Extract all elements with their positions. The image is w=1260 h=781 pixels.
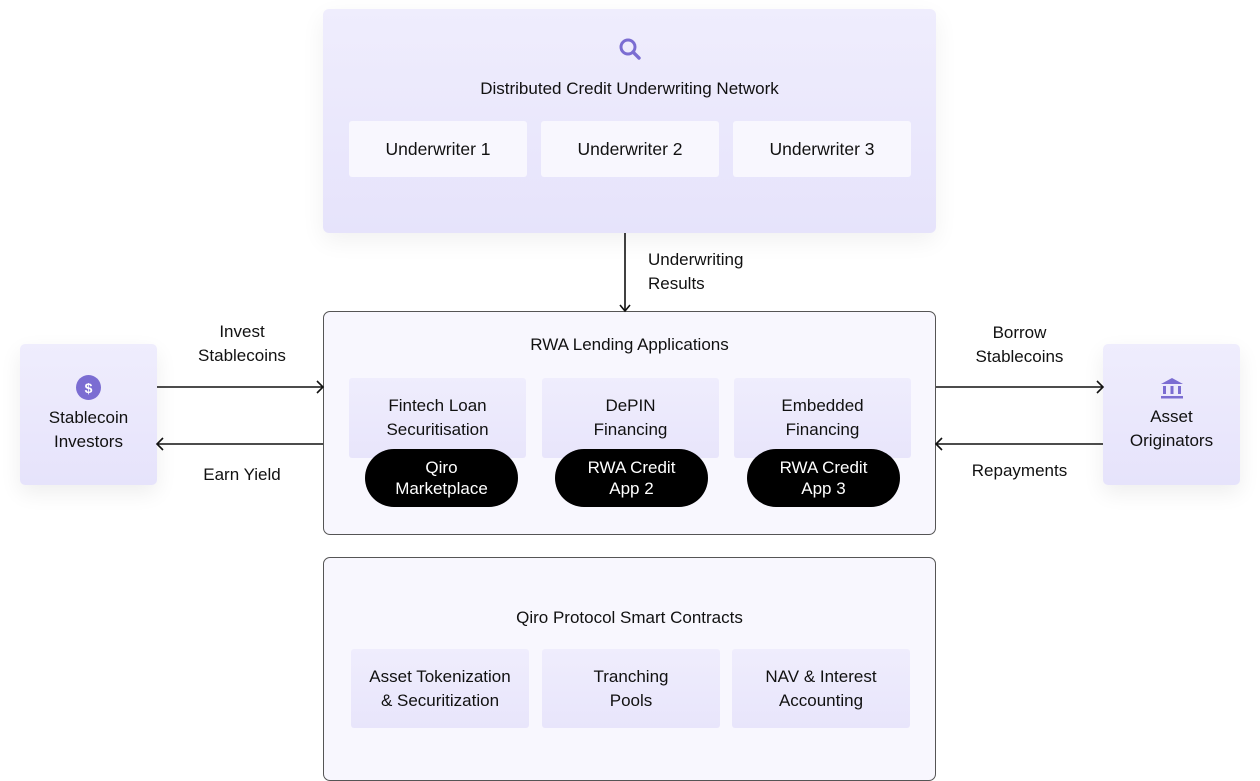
label-line: Qiro xyxy=(425,458,458,477)
earn-yield-label: Earn Yield xyxy=(157,463,327,487)
label-line: NAV & Interest xyxy=(765,666,877,686)
repayments-arrow xyxy=(934,437,1103,451)
contract-module-box: Asset Tokenization & Securitization xyxy=(351,649,529,728)
repayments-label: Repayments xyxy=(936,459,1103,483)
underwriting-results-label: Underwriting Results xyxy=(648,248,743,296)
label-line: App 3 xyxy=(801,479,846,498)
invest-arrow xyxy=(157,380,325,394)
smart-contracts-title: Qiro Protocol Smart Contracts xyxy=(516,608,743,627)
label-line: Investors xyxy=(54,432,123,451)
lending-applications-title: RWA Lending Applications xyxy=(530,335,729,354)
label-line: Stablecoin xyxy=(48,408,129,427)
label-line: Borrow xyxy=(992,323,1047,342)
dollar-icon: $ xyxy=(76,375,101,400)
investors-title: Stablecoin Investors xyxy=(49,406,128,454)
label-line: Stablecoins xyxy=(198,346,286,365)
label-line: RWA Credit xyxy=(779,458,868,477)
bank-icon xyxy=(1160,377,1184,399)
label-line: Financing xyxy=(785,420,860,439)
label-line: Securitisation xyxy=(386,420,489,439)
label-line: Embedded xyxy=(781,396,864,415)
label-line: & Securitization xyxy=(380,690,500,710)
invest-stablecoins-label: Invest Stablecoins xyxy=(157,320,327,368)
label-line: Underwriting xyxy=(648,250,744,269)
label-line: Earn Yield xyxy=(203,465,281,484)
borrow-arrow xyxy=(936,380,1105,394)
label-line: Repayments xyxy=(971,461,1068,480)
underwriter-box: Underwriter 3 xyxy=(733,121,911,177)
borrow-stablecoins-label: Borrow Stablecoins xyxy=(936,321,1103,369)
label-line: Accounting xyxy=(778,690,864,710)
stablecoin-investors-box: $ Stablecoin Investors xyxy=(20,344,157,485)
underwriting-network-title: Distributed Credit Underwriting Network xyxy=(480,79,779,98)
label-line: Fintech Loan xyxy=(388,396,487,415)
underwriting-results-arrow xyxy=(619,233,631,313)
label-line: Invest xyxy=(219,322,265,341)
label-line: Originators xyxy=(1129,430,1214,450)
search-icon xyxy=(617,36,643,62)
label-line: Tranching xyxy=(593,666,669,686)
originators-title: Asset Originators xyxy=(1130,405,1213,453)
underwriter-box: Underwriter 1 xyxy=(349,121,527,177)
label-line: Stablecoins xyxy=(975,347,1064,366)
label-line: Asset Tokenization xyxy=(369,666,511,686)
label-line: Pools xyxy=(609,690,653,710)
label-line: App 2 xyxy=(609,479,654,498)
asset-originators-box: Asset Originators xyxy=(1103,344,1240,485)
earn-yield-arrow xyxy=(155,437,323,451)
label-line: Results xyxy=(648,274,705,293)
label-line: Marketplace xyxy=(395,479,488,498)
underwriter-box: Underwriter 2 xyxy=(541,121,719,177)
label-line: DePIN xyxy=(605,396,656,415)
app-category-box: DePIN Financing xyxy=(542,378,719,458)
label-line: RWA Credit xyxy=(587,458,676,477)
label-line: Financing xyxy=(593,420,668,439)
label-line: Asset xyxy=(1150,406,1193,426)
